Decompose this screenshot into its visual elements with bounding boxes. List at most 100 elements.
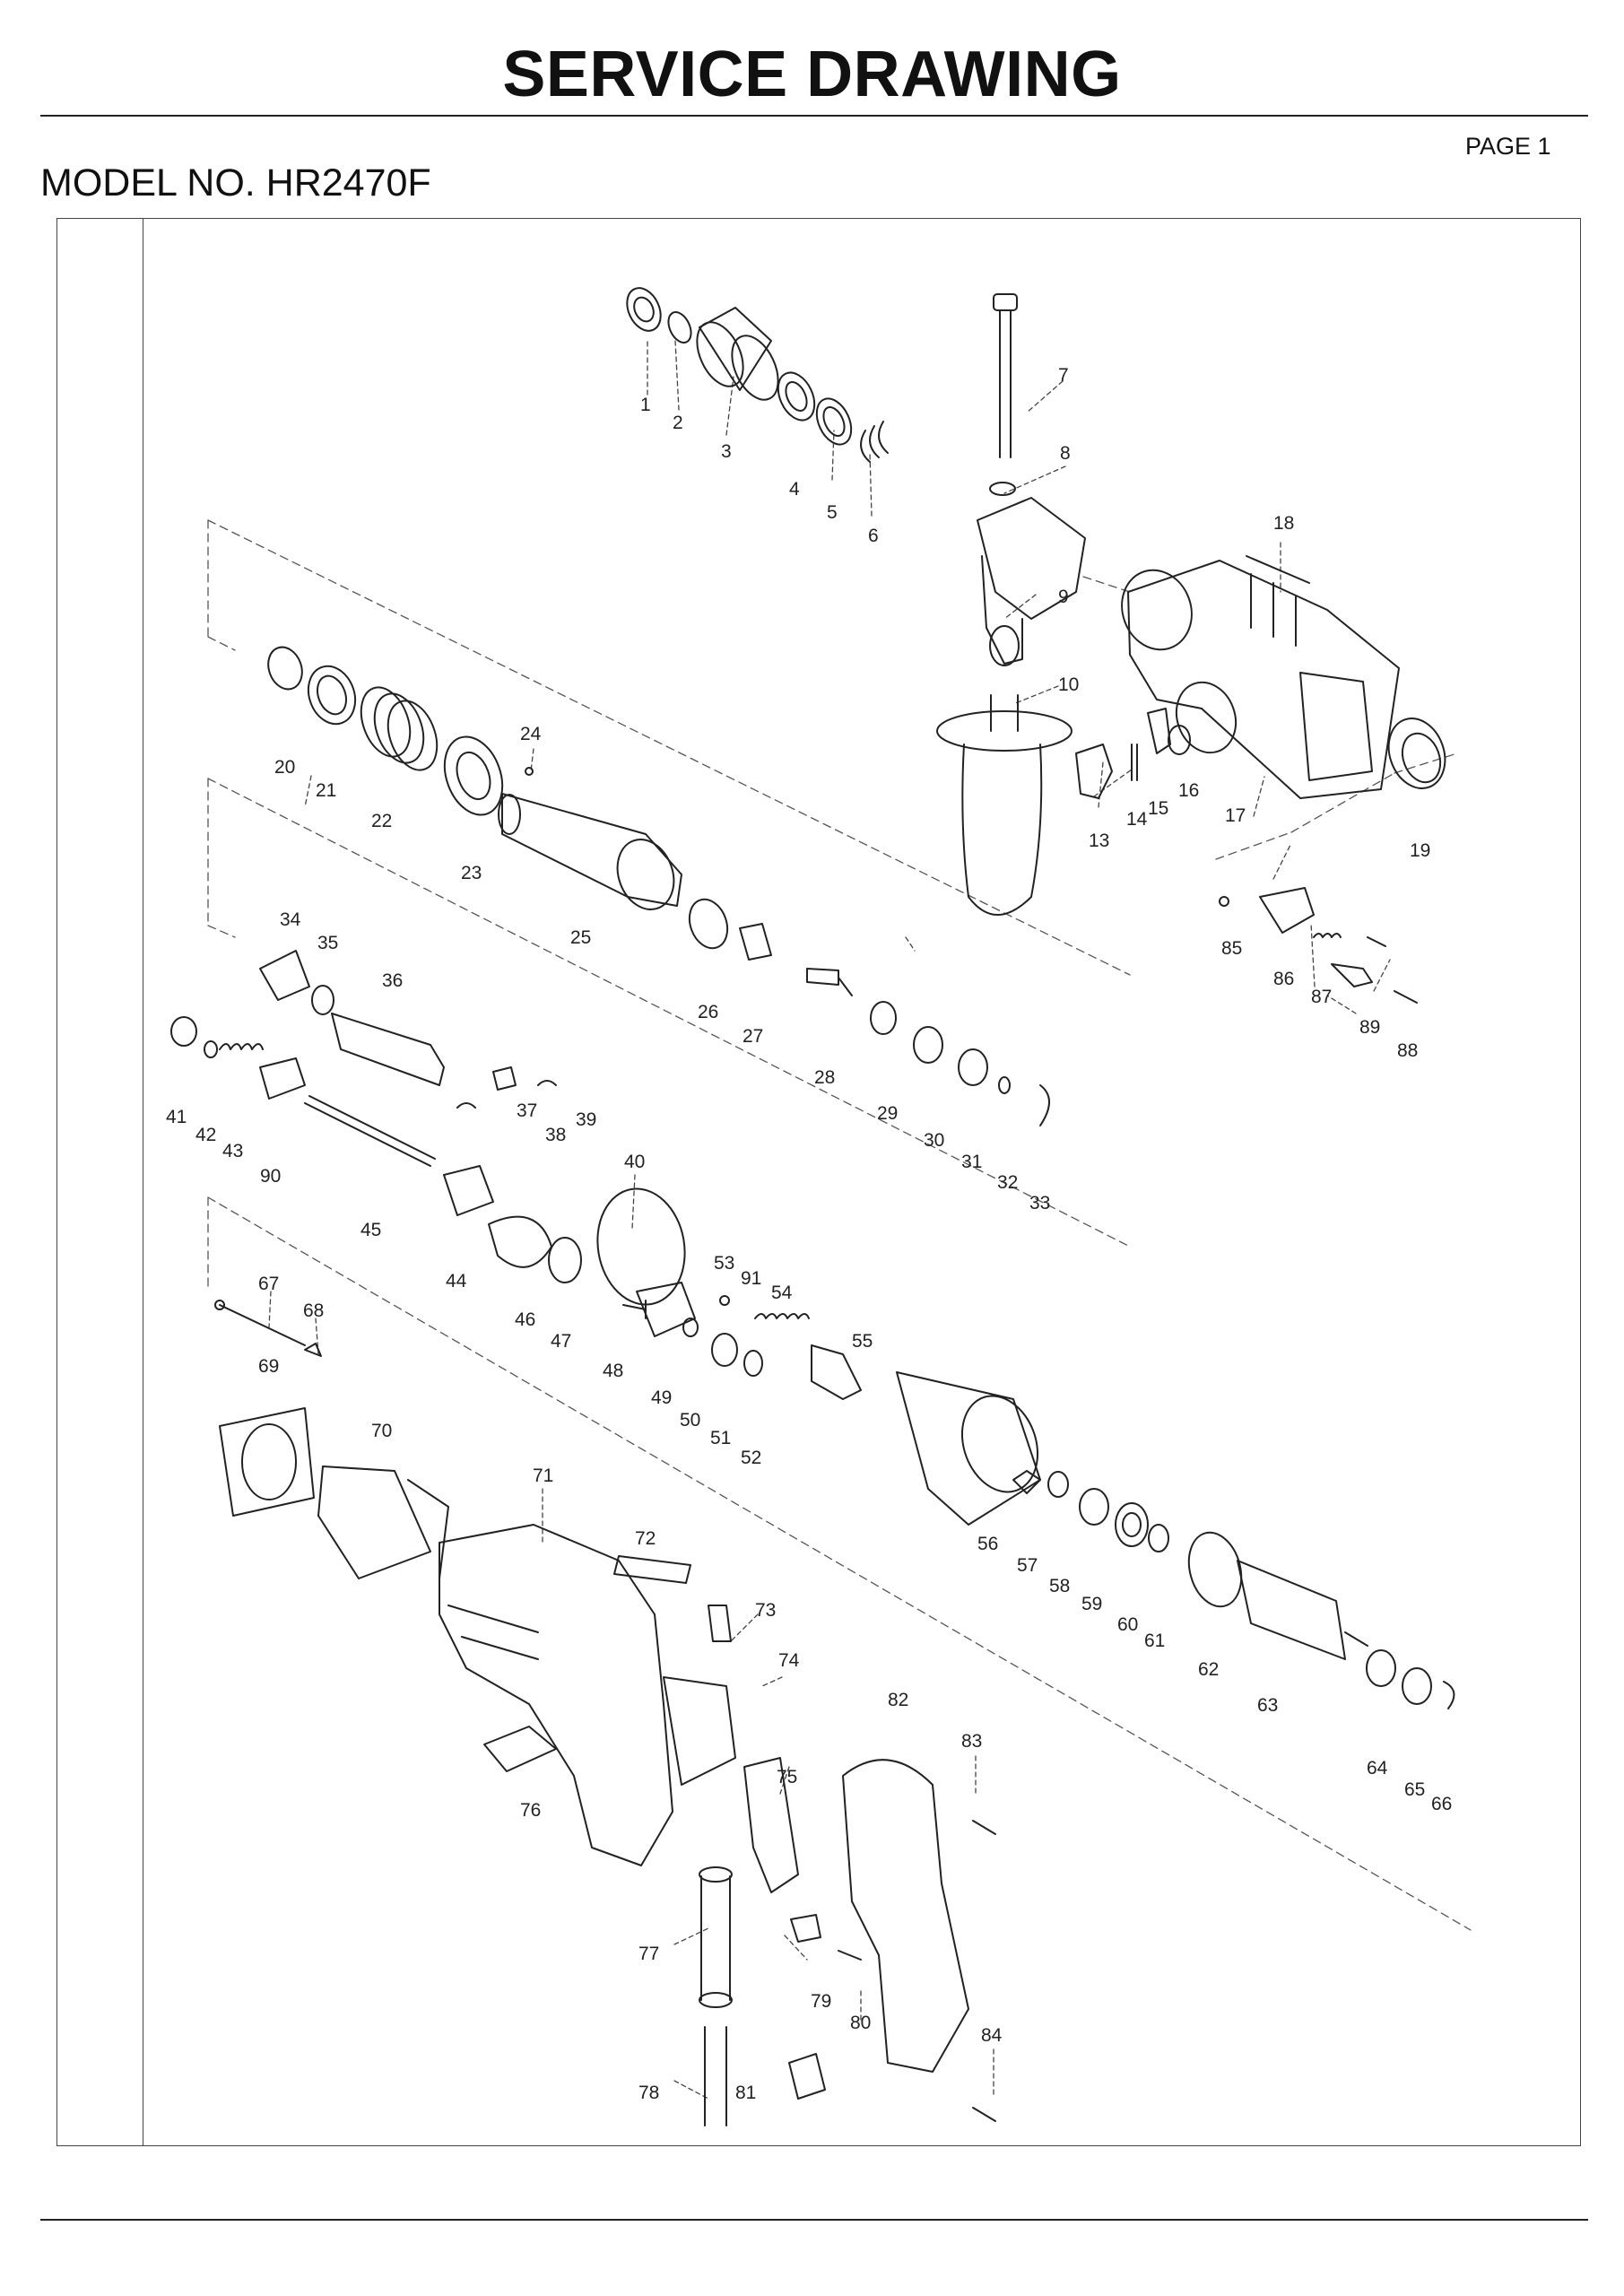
part-label-39: 39	[576, 1109, 596, 1130]
part-label-38: 38	[545, 1125, 566, 1145]
part-label-6: 6	[868, 526, 879, 546]
part-label-52: 52	[741, 1448, 761, 1468]
part-label-20: 20	[274, 757, 295, 778]
part-label-76: 76	[520, 1800, 541, 1821]
housing-parts	[439, 1524, 996, 2126]
part-label-69: 69	[258, 1356, 279, 1377]
part-label-84: 84	[981, 2025, 1003, 2046]
part-label-68: 68	[303, 1300, 324, 1321]
drawing-frame	[56, 218, 1581, 2146]
footer-rule	[40, 2219, 1588, 2221]
part-label-28: 28	[814, 1067, 835, 1088]
part-label-37: 37	[517, 1100, 537, 1121]
part-label-80: 80	[850, 2013, 871, 2033]
part-label-46: 46	[515, 1309, 535, 1330]
part-label-72: 72	[635, 1528, 656, 1549]
part-label-43: 43	[222, 1141, 243, 1161]
part-label-61: 61	[1144, 1631, 1165, 1651]
page-number: PAGE 1	[1465, 133, 1551, 160]
part-label-62: 62	[1198, 1659, 1219, 1680]
bearing-box-parts	[896, 1371, 1169, 1552]
part-label-26: 26	[698, 1002, 718, 1022]
part-label-45: 45	[360, 1220, 381, 1240]
part-label-58: 58	[1049, 1576, 1070, 1596]
bearing-parts	[682, 1295, 862, 1400]
part-label-49: 49	[651, 1387, 672, 1408]
part-label-78: 78	[638, 2083, 659, 2103]
part-label-79: 79	[811, 1991, 831, 2012]
piston-parts	[170, 950, 696, 1337]
part-label-89: 89	[1359, 1017, 1380, 1038]
part-label-53: 53	[714, 1253, 734, 1274]
armature-parts	[1187, 1531, 1455, 1709]
motor-parts	[214, 1300, 449, 1579]
part-label-23: 23	[461, 863, 482, 883]
part-label-57: 57	[1017, 1555, 1038, 1576]
part-label-22: 22	[371, 811, 392, 831]
part-label-31: 31	[961, 1152, 982, 1172]
part-label-44: 44	[446, 1271, 467, 1292]
part-label-66: 66	[1431, 1794, 1452, 1814]
part-label-30: 30	[924, 1130, 944, 1151]
switch-lever-parts	[1219, 887, 1418, 1004]
part-label-82: 82	[888, 1690, 908, 1710]
part-label-88: 88	[1397, 1040, 1418, 1061]
chuck-parts	[626, 287, 889, 463]
part-label-3: 3	[721, 441, 732, 462]
part-label-73: 73	[755, 1600, 776, 1621]
part-label-27: 27	[743, 1026, 763, 1047]
part-label-50: 50	[680, 1410, 700, 1431]
part-label-21: 21	[316, 780, 336, 801]
spindle-parts	[267, 646, 1050, 1126]
part-label-87: 87	[1311, 987, 1332, 1007]
part-label-63: 63	[1257, 1695, 1278, 1716]
part-label-83: 83	[961, 1731, 982, 1752]
part-label-85: 85	[1221, 938, 1242, 959]
part-label-41: 41	[166, 1107, 187, 1127]
part-label-2: 2	[673, 413, 683, 433]
assembly-guide-lines	[207, 519, 1472, 1931]
part-label-13: 13	[1089, 831, 1109, 851]
part-label-15: 15	[1148, 798, 1168, 819]
part-label-33: 33	[1029, 1193, 1050, 1213]
part-label-77: 77	[638, 1944, 659, 1964]
part-label-7: 7	[1058, 365, 1069, 386]
part-label-14: 14	[1126, 809, 1148, 830]
part-label-75: 75	[777, 1767, 797, 1787]
part-labels: 1 2 3 4 5 6 7 8 9 10 13 14 15 16 17 18 1…	[166, 365, 1452, 2103]
part-label-71: 71	[533, 1465, 553, 1486]
part-label-60: 60	[1117, 1614, 1138, 1635]
part-label-16: 16	[1178, 780, 1199, 801]
part-label-90: 90	[260, 1166, 281, 1187]
part-label-25: 25	[570, 927, 591, 948]
part-label-19: 19	[1410, 840, 1430, 861]
part-label-54: 54	[771, 1283, 793, 1303]
header-rule	[40, 115, 1588, 117]
page-title: SERVICE DRAWING	[502, 39, 1122, 110]
part-label-8: 8	[1060, 443, 1071, 464]
part-label-56: 56	[977, 1534, 998, 1554]
side-handle-parts	[936, 293, 1086, 916]
part-label-64: 64	[1367, 1758, 1388, 1779]
part-label-91: 91	[741, 1268, 761, 1289]
part-label-1: 1	[640, 395, 651, 415]
part-label-5: 5	[827, 502, 838, 523]
part-label-65: 65	[1404, 1779, 1425, 1800]
part-label-86: 86	[1273, 969, 1294, 989]
part-label-81: 81	[735, 2083, 756, 2103]
part-label-10: 10	[1058, 674, 1079, 695]
part-label-42: 42	[195, 1125, 216, 1145]
part-label-55: 55	[852, 1331, 873, 1352]
part-label-29: 29	[877, 1103, 898, 1124]
part-label-67: 67	[258, 1274, 279, 1294]
leader-lines	[268, 340, 1391, 2100]
part-label-32: 32	[997, 1172, 1018, 1193]
part-label-48: 48	[603, 1361, 623, 1381]
part-label-40: 40	[624, 1152, 645, 1172]
gear-housing-parts	[1075, 555, 1446, 799]
part-label-4: 4	[789, 479, 800, 500]
part-label-35: 35	[317, 933, 338, 953]
part-label-36: 36	[382, 970, 403, 991]
model-number: MODEL NO. HR2470F	[40, 161, 431, 204]
